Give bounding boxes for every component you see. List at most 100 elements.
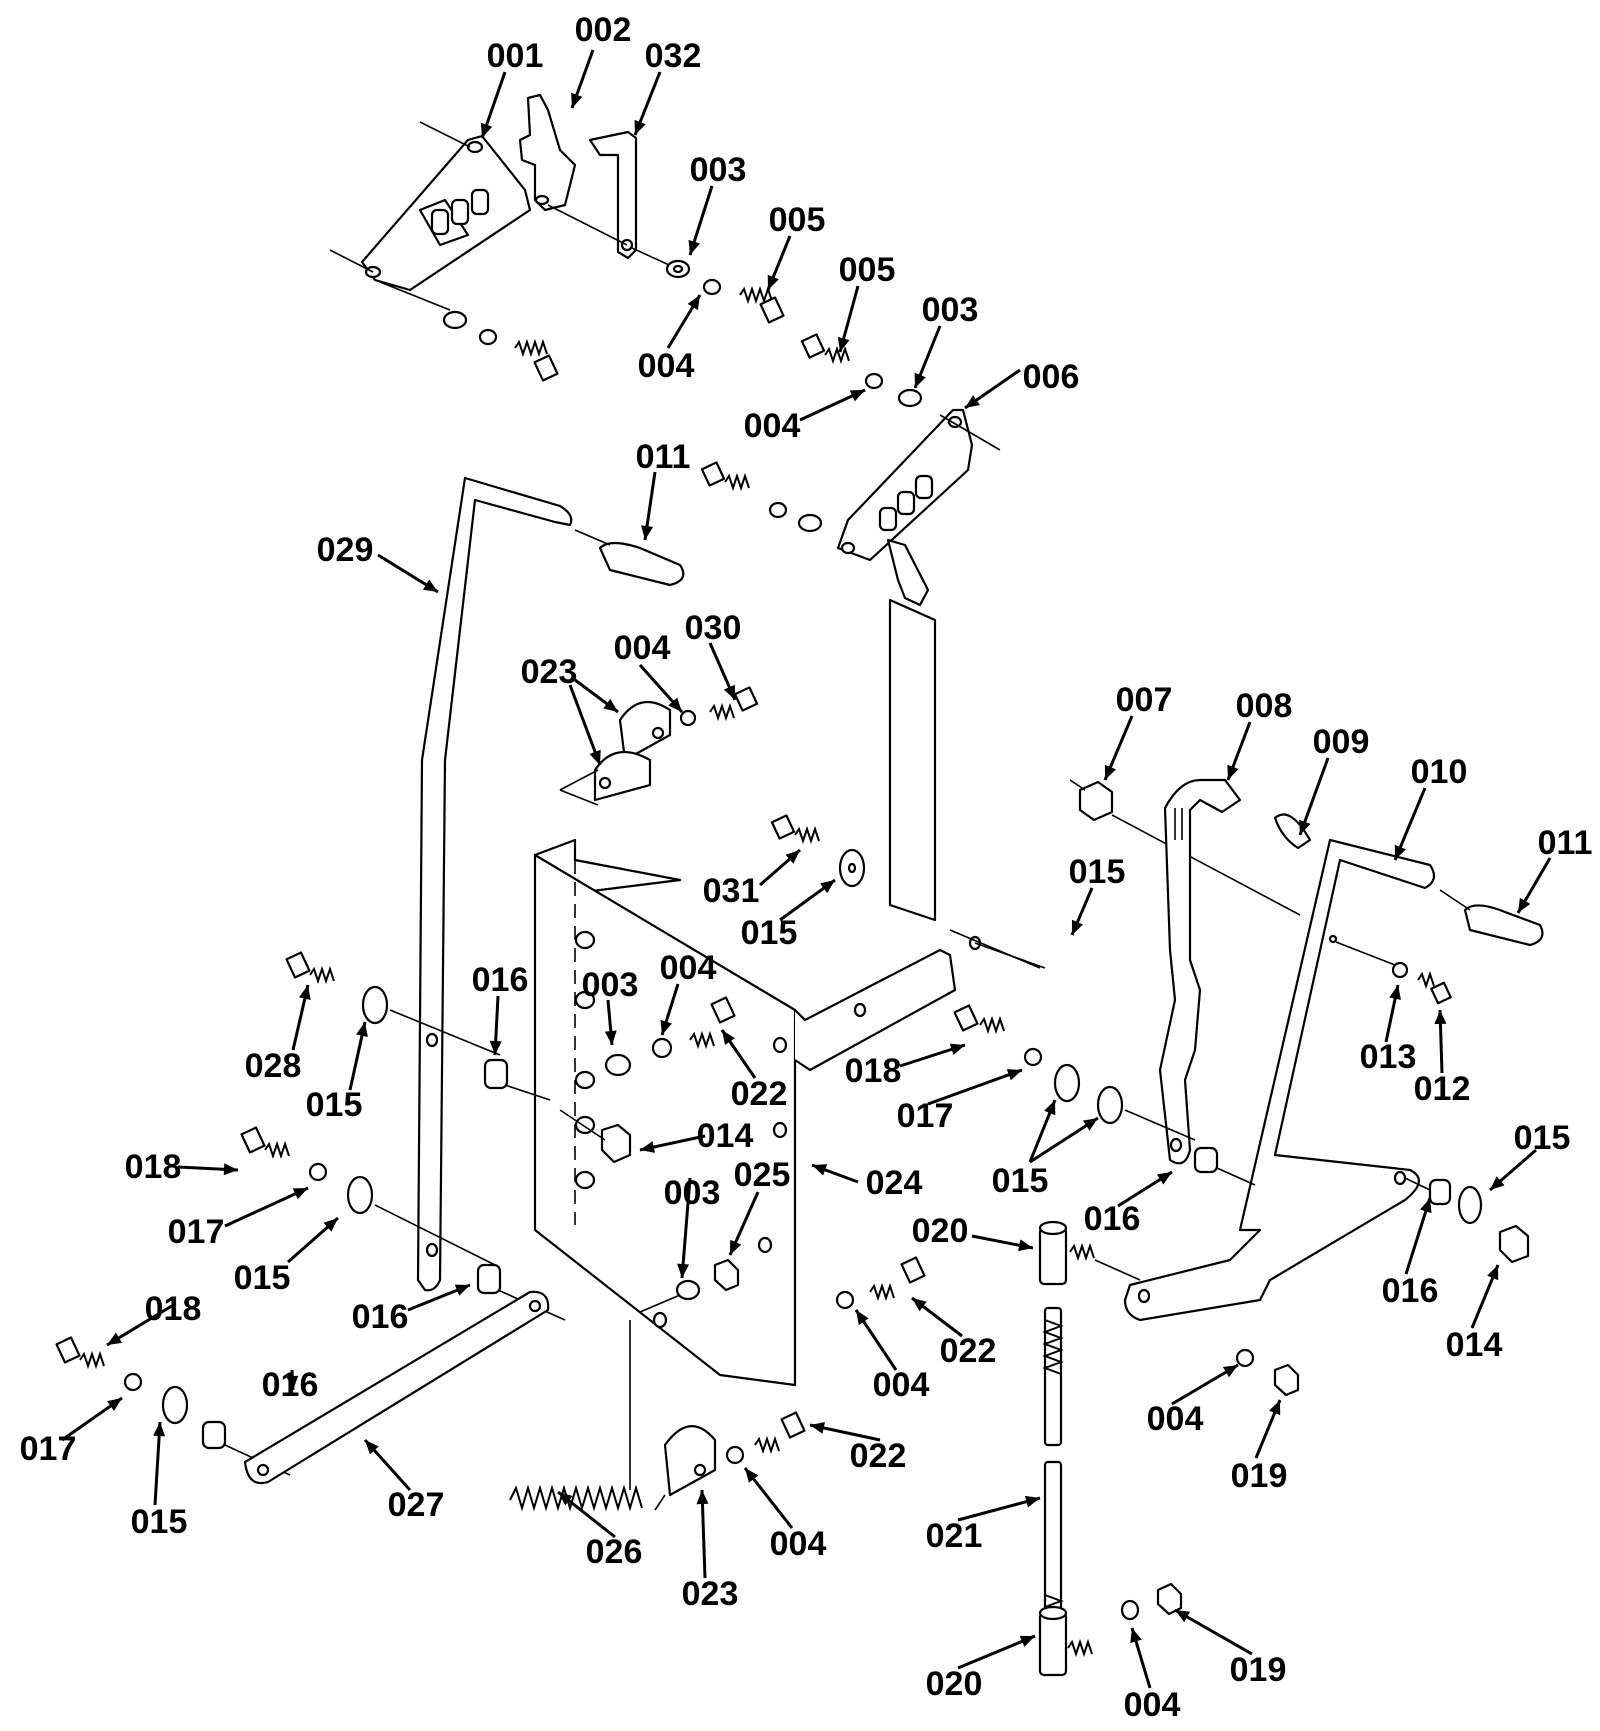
label-008: 008 — [1235, 687, 1293, 725]
arrowhead-icon — [299, 985, 311, 1000]
arrowhead-icon — [1024, 1495, 1040, 1508]
arrowhead-icon — [1082, 1118, 1098, 1131]
spacer-016e-icon — [201, 1420, 227, 1450]
part-006-bracket — [836, 408, 974, 607]
arrowhead-icon — [965, 395, 980, 408]
label-029: 029 — [316, 531, 374, 569]
label-022: 022 — [939, 1332, 997, 1370]
bolt-030-icon — [709, 686, 759, 722]
label-006: 006 — [1022, 358, 1080, 396]
arrowhead-icon — [1071, 919, 1084, 935]
arrowhead-icon — [571, 92, 583, 108]
lockwasher-013-icon — [1391, 961, 1409, 979]
arrowhead-icon — [745, 1468, 759, 1483]
arrowhead-icon — [912, 1298, 927, 1312]
arrowhead-icon — [1299, 819, 1311, 835]
arrowhead-icon — [767, 274, 779, 290]
spacer-016b-icon — [476, 1263, 502, 1295]
arrowhead-icon — [837, 336, 850, 352]
label-018: 018 — [124, 1148, 182, 1186]
arrowhead-icon — [480, 122, 493, 138]
arrowhead-icon — [558, 1492, 573, 1506]
arrowhead-icon — [677, 1263, 690, 1278]
leader-line — [957, 1496, 1041, 1522]
arrowhead-icon — [223, 1163, 238, 1176]
arrowhead-icon — [286, 1375, 299, 1390]
label-015: 015 — [740, 914, 798, 952]
arrowhead-icon — [730, 1239, 742, 1255]
arrowhead-icon — [687, 295, 700, 311]
arrowhead-icon — [603, 698, 618, 712]
arrowhead-icon — [949, 1043, 965, 1056]
label-016: 016 — [261, 1366, 319, 1404]
label-019: 019 — [1229, 1651, 1287, 1689]
arrowhead-icon — [1006, 1069, 1022, 1081]
part-008-plate — [1158, 778, 1242, 1165]
label-031: 031 — [702, 872, 760, 910]
label-015: 015 — [130, 1503, 188, 1541]
label-015: 015 — [233, 1259, 291, 1297]
arrowhead-icon — [153, 1422, 166, 1437]
label-014: 014 — [1445, 1326, 1503, 1364]
arrowhead-icon — [723, 684, 735, 700]
bolt-028-icon — [285, 951, 335, 985]
nut-007-icon — [1078, 780, 1114, 822]
part-011a-grip — [598, 541, 685, 587]
washer-icon — [442, 310, 468, 330]
label-004: 004 — [1123, 1686, 1181, 1724]
washer-003b-icon — [897, 388, 923, 408]
nut-025-icon — [713, 1258, 740, 1292]
label-024: 024 — [865, 1164, 923, 1202]
leader-line — [700, 1489, 707, 1579]
nut-014a-icon — [600, 1123, 632, 1164]
label-028: 028 — [244, 1047, 302, 1085]
label-021: 021 — [925, 1517, 983, 1555]
arrowhead-icon — [634, 119, 646, 135]
label-017: 017 — [896, 1097, 954, 1135]
leader-line — [927, 1068, 1023, 1106]
label-005: 005 — [768, 201, 826, 239]
label-020: 020 — [925, 1665, 983, 1703]
label-017: 017 — [167, 1213, 225, 1251]
label-015: 015 — [1513, 1119, 1571, 1157]
arrowhead-icon — [1156, 1172, 1172, 1185]
bolt-018a-icon — [240, 1126, 290, 1160]
arrowhead-icon — [722, 1030, 735, 1045]
arrowhead-icon — [812, 1164, 828, 1176]
lockwasher-icon — [679, 709, 697, 727]
arrowhead-icon — [641, 525, 653, 540]
arrowhead-icon — [1394, 844, 1406, 860]
arrowhead-icon — [820, 880, 835, 894]
arrowhead-icon — [365, 1440, 379, 1455]
label-032: 032 — [644, 37, 702, 75]
label-003: 003 — [581, 966, 639, 1004]
arrowhead-icon — [668, 697, 682, 712]
part-009-grip — [1273, 813, 1312, 850]
label-018: 018 — [844, 1052, 902, 1090]
part-002-clip — [518, 93, 577, 212]
leader-line — [224, 1186, 309, 1228]
spacer-016a-icon — [483, 1058, 509, 1090]
label-016: 016 — [1083, 1200, 1141, 1238]
part-023a-clamp — [593, 700, 672, 802]
arrowhead-icon — [1175, 1610, 1191, 1623]
label-011: 011 — [1537, 824, 1593, 862]
arrowhead-icon — [489, 1040, 502, 1055]
arrowhead-icon — [810, 1422, 825, 1434]
arrowhead-icon — [696, 1490, 709, 1505]
arrowhead-icon — [1019, 1635, 1035, 1647]
label-007: 007 — [1115, 681, 1173, 719]
label-004: 004 — [613, 629, 671, 667]
label-003: 003 — [689, 151, 747, 189]
arrowhead-icon — [1227, 764, 1239, 780]
label-015: 015 — [1068, 853, 1126, 891]
arrowhead-icon — [1044, 1100, 1056, 1116]
arrowhead-icon — [660, 1019, 672, 1035]
lockwasher-icon — [478, 328, 498, 346]
leader-line — [680, 1177, 692, 1279]
bolt-022b-icon — [869, 1256, 926, 1302]
label-015: 015 — [991, 1162, 1049, 1200]
bolt-012-icon — [1417, 970, 1452, 1005]
label-004: 004 — [1146, 1400, 1204, 1438]
arrowhead-icon — [688, 239, 700, 255]
